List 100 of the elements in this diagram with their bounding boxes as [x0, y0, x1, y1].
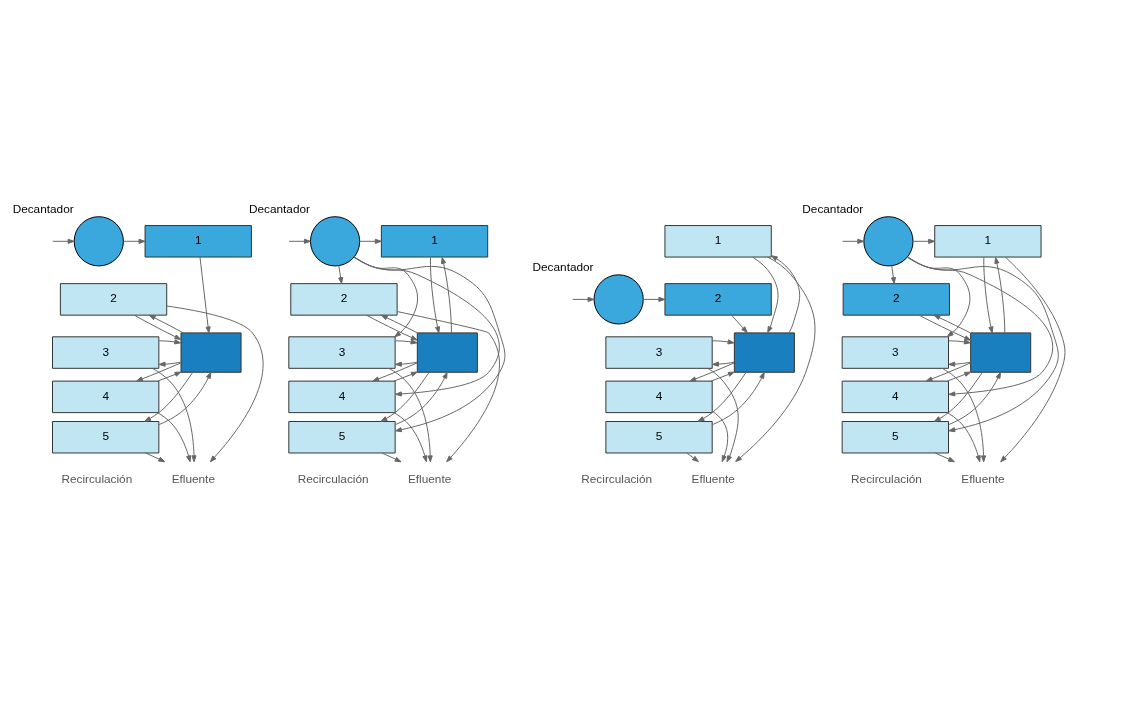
arrow — [393, 371, 418, 382]
arrow — [365, 314, 418, 341]
arrow — [52, 238, 75, 244]
arrow — [906, 256, 1059, 432]
arrow — [933, 314, 972, 333]
arrow — [686, 452, 699, 462]
node-box: 2 — [842, 282, 950, 316]
node-box: 2 — [59, 282, 168, 316]
arrow — [912, 238, 936, 244]
arrow — [157, 371, 182, 382]
arrow — [353, 256, 506, 432]
arrow — [144, 371, 194, 422]
arrow — [380, 371, 430, 422]
node-box — [733, 331, 795, 373]
node-label: Decantador — [802, 201, 864, 216]
arrow — [948, 361, 971, 367]
node-box: 3 — [52, 335, 160, 369]
node-box: 5 — [52, 420, 160, 453]
node-text: Efluente — [407, 471, 452, 486]
arrow — [123, 238, 146, 244]
arrow — [166, 305, 264, 462]
node-circle — [73, 215, 124, 266]
node-box: 3 — [841, 335, 949, 369]
label: Recirculación — [297, 471, 369, 486]
node-box: 1 — [934, 224, 1042, 258]
node-box — [416, 331, 478, 373]
arrow — [353, 256, 500, 396]
arrow — [395, 361, 418, 367]
arrow — [158, 361, 182, 367]
node-box — [970, 331, 1032, 373]
arrow — [148, 314, 184, 333]
arrow — [907, 256, 1053, 396]
arrow — [395, 371, 448, 425]
node-box: 3 — [605, 335, 713, 369]
arrow — [388, 367, 433, 462]
arrow — [947, 411, 981, 462]
node-circle — [863, 215, 914, 266]
arrow — [441, 256, 452, 333]
node-circle — [593, 273, 644, 324]
node-text: Efluente — [171, 471, 215, 486]
node-box: 2 — [290, 282, 398, 316]
arrow — [842, 238, 865, 244]
arrow — [158, 371, 212, 425]
node-circle — [310, 215, 361, 266]
node-box: 5 — [605, 420, 713, 453]
node-box: 4 — [605, 380, 713, 413]
arrow — [689, 362, 735, 382]
arrow — [948, 338, 971, 344]
node-text: Efluente — [961, 471, 1005, 486]
arrow — [983, 256, 994, 333]
arrow — [359, 238, 382, 244]
arrow — [948, 371, 1001, 425]
arrow — [429, 256, 441, 333]
arrow — [643, 296, 666, 302]
arrow — [697, 371, 747, 422]
node-box: 3 — [288, 335, 396, 369]
label: Recirculación — [581, 471, 653, 486]
arrow — [712, 410, 729, 462]
arrow — [994, 256, 1006, 333]
node-label: Decantador — [532, 259, 594, 274]
node-label: Decantador — [12, 201, 74, 216]
node-box — [180, 331, 242, 373]
arrow — [133, 314, 182, 340]
arrow — [372, 362, 418, 382]
arrow — [712, 338, 735, 344]
node-box: 2 — [664, 282, 772, 316]
arrow — [288, 238, 311, 244]
arrow — [934, 452, 955, 462]
arrow — [381, 452, 402, 462]
node-text: Efluente — [691, 471, 735, 486]
arrow — [752, 256, 779, 333]
arrow — [710, 371, 735, 382]
arrow — [946, 371, 972, 382]
node-box: 1 — [144, 224, 252, 258]
arrow — [941, 367, 987, 462]
arrow — [1000, 256, 1066, 462]
node-box: 1 — [380, 224, 489, 258]
arrow — [338, 264, 344, 284]
node-box: 5 — [288, 420, 396, 453]
arrow — [712, 371, 765, 425]
arrow — [136, 362, 182, 382]
arrow — [890, 264, 896, 284]
arrow — [731, 314, 748, 333]
arrow — [145, 452, 166, 462]
arrow — [735, 256, 816, 462]
arrow — [918, 314, 972, 341]
node-box: 4 — [288, 380, 396, 413]
arrow — [707, 367, 739, 462]
arrow — [380, 314, 418, 333]
arrow — [770, 254, 801, 333]
arrow — [933, 371, 983, 422]
node-box: 1 — [664, 224, 772, 258]
node-label: Decantador — [248, 201, 310, 216]
arrow — [572, 296, 595, 302]
arrow — [712, 361, 735, 367]
arrow — [925, 362, 971, 382]
node-box: 5 — [841, 420, 949, 453]
arrow — [158, 338, 182, 344]
arrow — [157, 411, 192, 462]
arrow — [199, 256, 211, 333]
